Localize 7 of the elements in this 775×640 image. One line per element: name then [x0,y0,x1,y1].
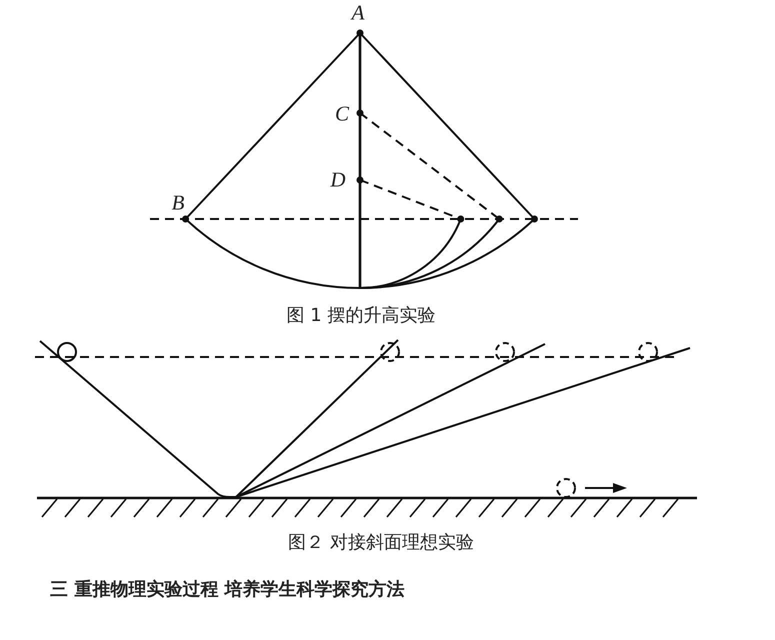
section-heading: 三 重推物理实验过程 培养学生科学探究方法 [50,581,405,599]
point-label: B [172,192,184,214]
figure-caption: 图２ 对接斜面理想实验 [288,534,474,552]
point-label: D [330,170,346,190]
figure-caption: 图 1 摆的升高实验 [286,307,436,325]
point-label: C [335,104,349,124]
point-label: A [352,2,364,24]
